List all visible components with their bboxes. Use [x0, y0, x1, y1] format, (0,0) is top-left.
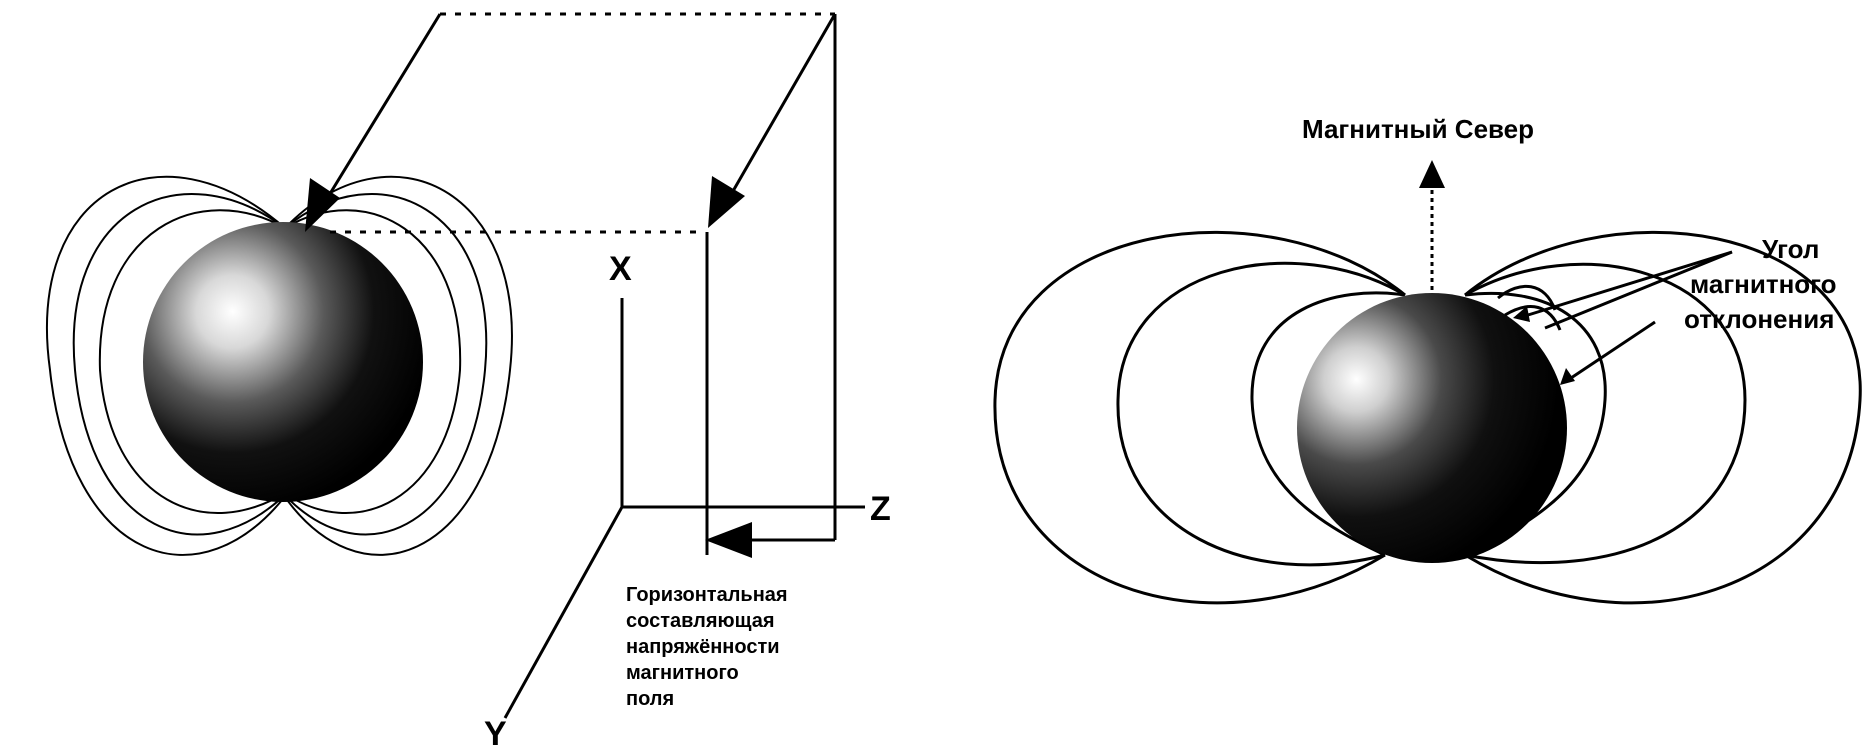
north-arrow-icon — [1419, 160, 1445, 188]
caption-line: напряжённости — [626, 636, 780, 658]
angle-caption-line: Угол — [1762, 234, 1819, 264]
declination-angle-caption: Угол магнитного отклонения — [1684, 234, 1837, 334]
axis-y-label: Y — [484, 715, 507, 753]
left-diagram: X Z Y Горизонтальная составляющая напряж… — [45, 12, 891, 753]
angle-caption-line: отклонения — [1684, 304, 1834, 334]
coordinate-axes — [503, 298, 865, 719]
left-field-lines — [45, 175, 513, 556]
caption-line: Горизонтальная — [626, 584, 788, 606]
horizontal-component-caption: Горизонтальная составляющая напряжённост… — [626, 584, 788, 710]
arrow-horizontal-component-icon — [705, 522, 752, 558]
right-sphere — [1297, 293, 1567, 563]
arrow-to-sphere-icon — [305, 178, 340, 232]
left-vector-lines — [318, 13, 837, 555]
arrow-to-projection-icon — [708, 176, 745, 228]
angle-arrow-icon — [1560, 368, 1575, 385]
declination-angle-marker — [1497, 250, 1733, 384]
caption-line: составляющая — [626, 610, 775, 632]
axis-x-label: X — [609, 250, 632, 288]
angle-arrow-icon — [1513, 306, 1530, 322]
left-dotted-lines — [330, 12, 835, 234]
axis-z-label: Z — [870, 490, 891, 528]
caption-line: магнитного — [626, 662, 739, 684]
right-diagram: Магнитный Север Угол магнитного отклонен… — [993, 114, 1862, 605]
left-sphere — [143, 222, 423, 502]
angle-caption-line: магнитного — [1690, 269, 1837, 299]
magnetic-north-label: Магнитный Север — [1302, 114, 1534, 144]
caption-line: поля — [626, 688, 674, 710]
